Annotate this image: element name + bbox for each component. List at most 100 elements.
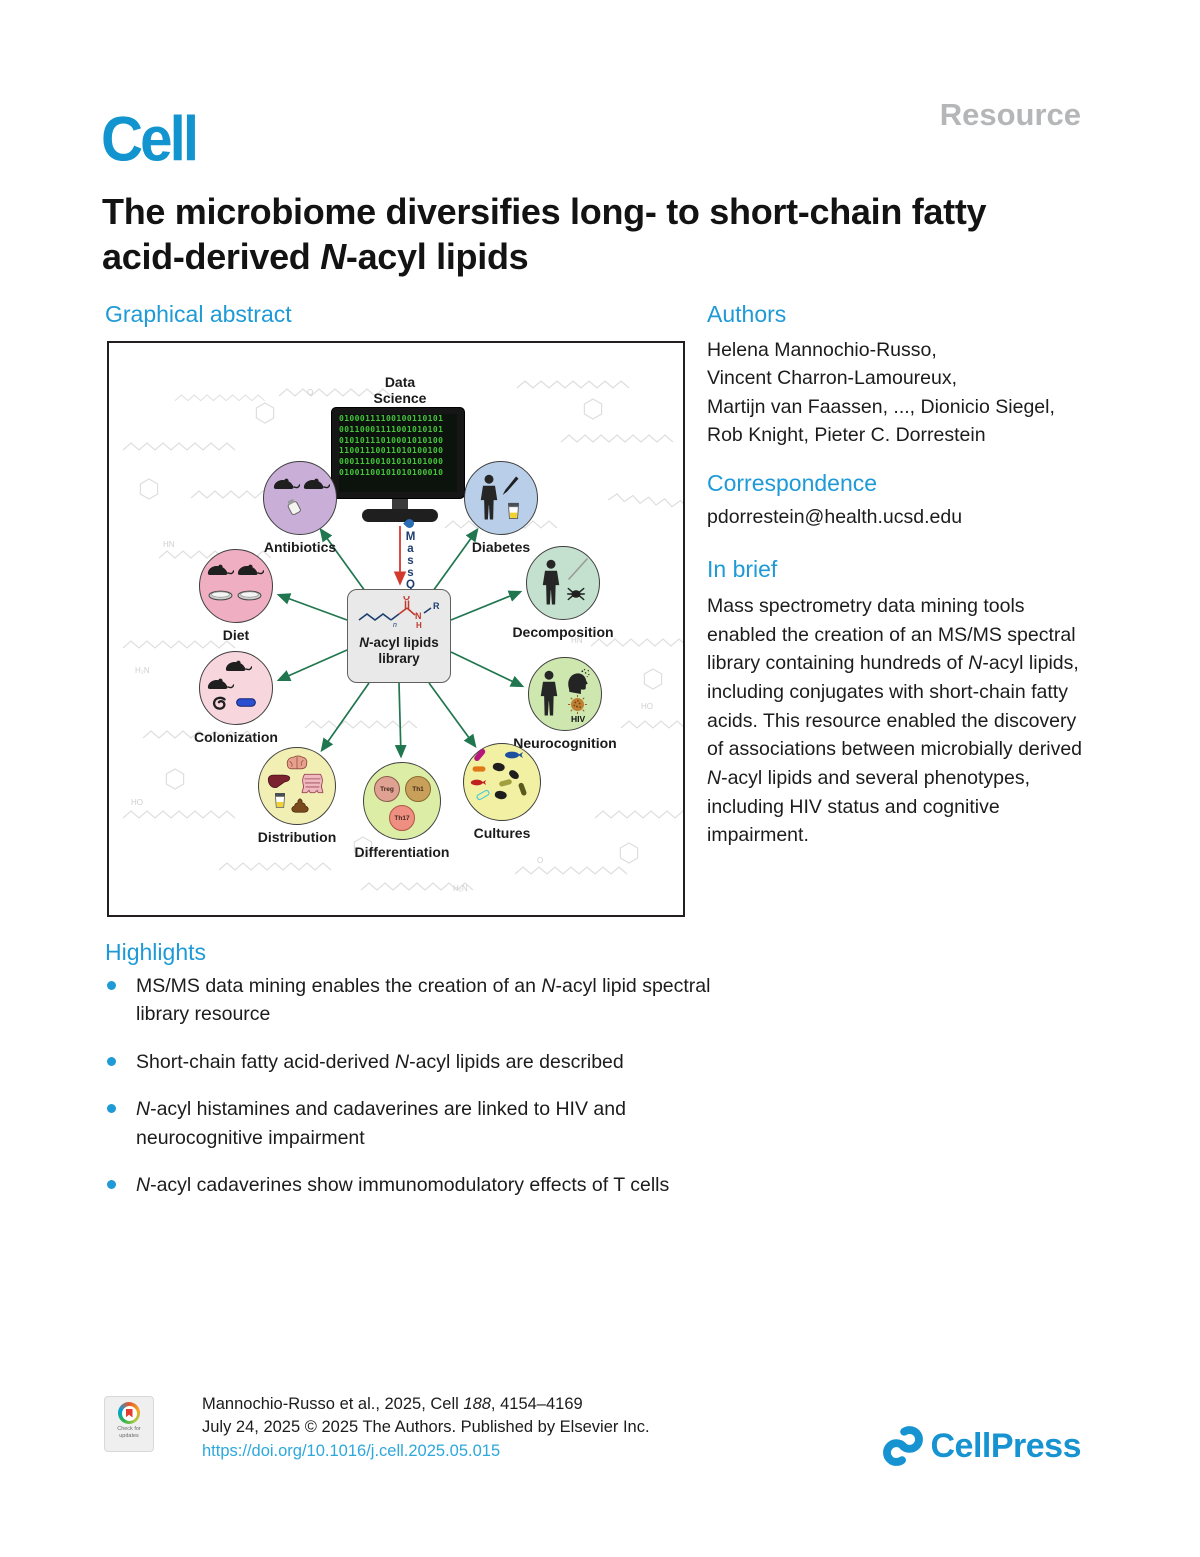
binary-screen: 01000111100100110101 0011000111100101010… (339, 414, 457, 492)
highlight-text: MS/MS data mining enables the creation o… (136, 975, 542, 997)
monitor-neck (392, 499, 408, 510)
svg-text:R: R (433, 601, 440, 611)
antibiotics-icon (273, 477, 330, 516)
svg-text:H₂N: H₂N (135, 666, 150, 675)
citation-line2: July 24, 2025 © 2025 The Authors. Publis… (202, 1418, 650, 1437)
arrow-to-diabetes (432, 527, 479, 592)
distribution-label: Distribution (257, 829, 337, 845)
diabetes-circle (464, 461, 538, 535)
neurocognition-circle: HIV (528, 657, 602, 731)
cell-journal-logo: Cell (101, 104, 199, 175)
cellpress-logo: CellPress (881, 1423, 1082, 1469)
author-line: Rob Knight, Pieter C. Dorrestein (707, 424, 986, 447)
decomposition-icon (542, 558, 588, 605)
hiv-tag: HIV (571, 714, 586, 724)
distribution-icon (267, 755, 324, 813)
highlight-item: N-acyl cadaverines show immunomodulatory… (105, 1171, 696, 1199)
diabetes-label: Diabetes (471, 539, 531, 555)
in-brief-text: -acyl lipids, including conjugates with … (707, 652, 1083, 761)
antibiotics-circle (263, 461, 337, 535)
decomposition-circle (526, 546, 600, 620)
bullet-icon (107, 981, 116, 990)
diet-icon (207, 563, 264, 601)
treg-cell: Treg (374, 776, 400, 802)
arrow-to-neurocognition (450, 651, 525, 688)
arrow-to-decomposition (450, 590, 523, 621)
cultures-label: Cultures (473, 825, 531, 841)
arrow-to-colonization (276, 649, 348, 682)
n-acyl-lipid-structure-icon: n O N H R (358, 592, 440, 630)
title-line1: The microbiome diversifies long- to shor… (102, 191, 987, 232)
svg-text:n: n (393, 622, 397, 629)
svg-text:O: O (403, 596, 410, 602)
article-type-label: Resource (939, 97, 1081, 132)
diabetes-icon (480, 474, 520, 520)
author-line: Helena Mannochio-Russo, (707, 339, 937, 361)
colonization-icon (207, 659, 256, 710)
highlight-italic-n: N (136, 1098, 151, 1121)
doi-link[interactable]: https://doi.org/10.1016/j.cell.2025.05.0… (202, 1441, 501, 1460)
correspondence-heading: Correspondence (707, 470, 878, 496)
highlight-italic-n: N (395, 1050, 410, 1073)
highlight-text: -acyl histamines and cadaverines are lin… (136, 1098, 626, 1149)
in-brief-text: -acyl lipids and several phenotypes, inc… (707, 766, 1031, 847)
highlights-list: MS/MS data mining enables the creation o… (105, 972, 710, 1219)
svg-text:H: H (416, 621, 422, 630)
svg-text:HN: HN (163, 540, 175, 549)
correspondence-email-link[interactable]: pdorrestein@health.ucsd.edu (707, 506, 963, 528)
in-brief-text: Mass spectrometry data mining tools enab… (707, 595, 1076, 675)
highlight-text: Short-chain fatty acid-derived (136, 1050, 396, 1073)
bullet-icon (107, 1056, 116, 1066)
highlight-italic-n: N (541, 975, 556, 997)
colonization-circle (199, 651, 273, 725)
antibiotics-label: Antibiotics (263, 539, 337, 555)
arrow-to-cultures (428, 682, 477, 749)
cultures-icon (470, 747, 528, 802)
computer-monitor: 01000111100100110101 0011000111100101010… (331, 407, 465, 499)
cellpress-wordmark: CellPress (930, 1426, 1082, 1465)
diet-circle (199, 549, 273, 623)
svg-text:HO: HO (641, 702, 653, 711)
highlights-heading: Highlights (105, 939, 206, 965)
title-line2-italic: N (320, 235, 346, 277)
author-line: Vincent Charron-Lamoureux, (707, 367, 958, 390)
crossmark-icon (118, 1402, 140, 1424)
highlight-text: -acyl lipid spectral library resource (136, 975, 711, 1026)
svg-text:HO: HO (131, 798, 143, 807)
title-line2-pre: acid-derived (102, 235, 321, 277)
bullet-icon (107, 1180, 116, 1190)
distribution-circle (258, 747, 336, 825)
authors-heading: Authors (707, 301, 787, 327)
library-label: N-acyl lipids library (359, 635, 439, 667)
highlight-item: MS/MS data mining enables the creation o… (105, 972, 716, 1029)
diet-label: Diet (222, 627, 250, 643)
th1-cell: Th1 (405, 776, 431, 802)
data-science-label: Data Science (373, 374, 427, 407)
decomposition-label: Decomposition (512, 624, 614, 640)
arrow-to-differentiation (394, 682, 407, 759)
check-for-updates-badge[interactable]: Check for updates (104, 1396, 154, 1452)
arrow-to-distribution (320, 682, 370, 753)
arrow-layer (276, 526, 525, 759)
in-brief-italic-n: N (707, 766, 722, 789)
author-list: Helena Mannochio-Russo, Vincent Charron-… (707, 336, 1055, 450)
graphical-abstract-heading: Graphical abstract (105, 301, 292, 327)
highlight-italic-n: N (136, 1174, 151, 1197)
n-acyl-lipids-library-box: n O N H R N-acyl lipids library (347, 589, 451, 683)
arrow-to-antibiotics (319, 527, 366, 592)
highlight-item: Short-chain fatty acid-derived N-acyl li… (105, 1048, 736, 1076)
in-brief-heading: In brief (707, 556, 778, 582)
th17-cell: Th17 (389, 805, 415, 831)
colonization-label: Colonization (194, 729, 278, 745)
highlight-item: N-acyl histamines and cadaverines are li… (105, 1095, 706, 1152)
article-title: The microbiome diversifies long- to shor… (102, 190, 1112, 279)
differentiation-circle: Treg Th1 Th17 (363, 762, 441, 840)
citation-block: Mannochio-Russo et al., 2025, Cell 188, … (202, 1393, 650, 1463)
svg-text:HN: HN (571, 636, 583, 645)
title-line2-post: -acyl lipids (345, 235, 529, 277)
differentiation-label: Differentiation (354, 844, 450, 860)
arrow-to-diet (276, 593, 348, 621)
